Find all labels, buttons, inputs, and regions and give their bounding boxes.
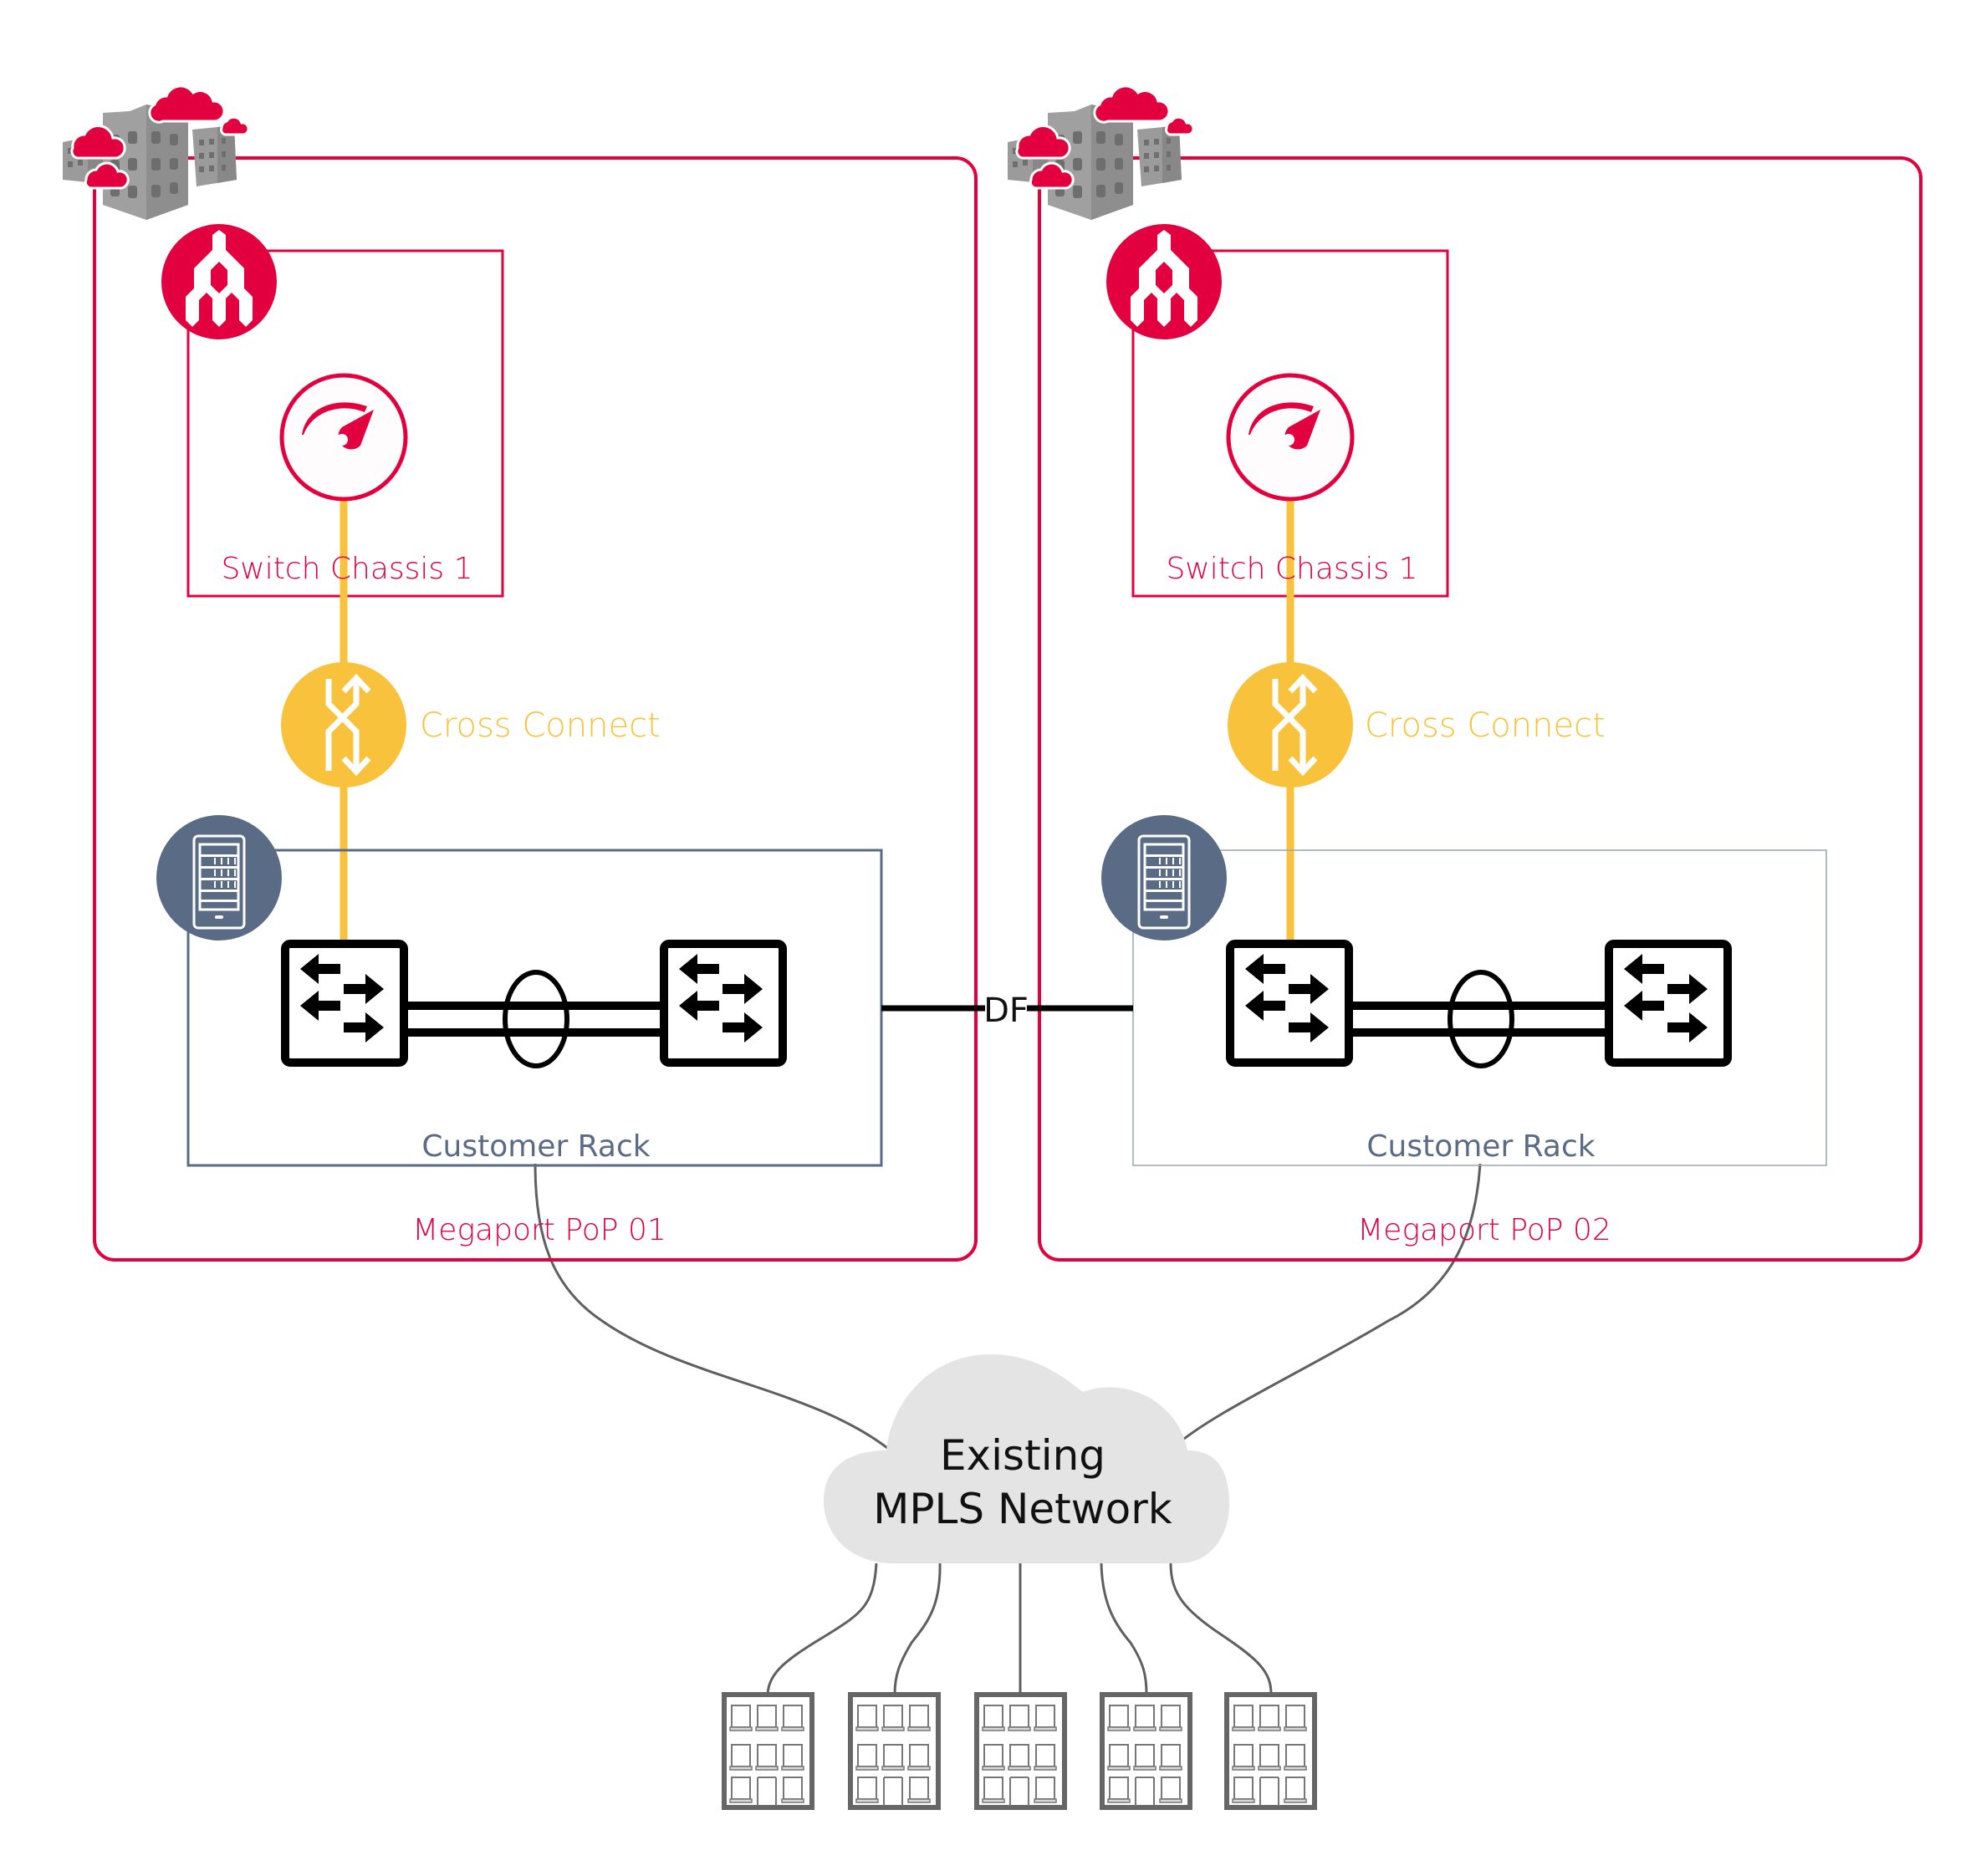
cross-connect-icon[interactable] — [1228, 662, 1353, 788]
datacenter-cloud-buildings-icon — [61, 84, 250, 222]
switch-chassis-label: Switch Chassis 1 — [221, 552, 472, 586]
network-switch-icon[interactable] — [1230, 944, 1349, 1063]
pop-label: Megaport PoP 01 — [412, 1213, 666, 1247]
cable-pop02-to-mpls — [1174, 1163, 1482, 1448]
lag-links — [407, 970, 665, 1068]
branch-cable — [1169, 1562, 1273, 1695]
cloud-label-line1: Existing — [940, 1431, 1105, 1480]
branch-cable — [766, 1562, 878, 1695]
dark-fiber-link: DF — [881, 992, 1133, 1030]
network-switch-icon[interactable] — [1609, 944, 1728, 1063]
pop-label: Megaport PoP 02 — [1357, 1213, 1611, 1247]
branch-cable — [1100, 1562, 1148, 1695]
office-building-icon[interactable] — [724, 1695, 812, 1807]
cross-connect-icon[interactable] — [281, 662, 406, 788]
cross-connect-label: Cross Connect — [420, 706, 661, 745]
switch-chassis-label: Switch Chassis 1 — [1166, 552, 1417, 586]
cable-pop01-to-mpls — [534, 1163, 891, 1452]
branch-cable — [893, 1562, 942, 1695]
lag-bundle-icon — [1448, 970, 1514, 1068]
megaport-logo-icon — [1106, 224, 1222, 339]
pop-01: Switch Chassis 1 Cross Connect Customer … — [61, 84, 978, 1262]
branch-cables — [766, 1562, 1273, 1695]
lag-bundle-icon — [503, 970, 569, 1068]
network-switch-icon[interactable] — [664, 944, 783, 1063]
customer-rack-label: Customer Rack — [421, 1129, 650, 1164]
pop-01-boundary — [93, 156, 978, 1262]
network-switch-icon[interactable] — [285, 944, 404, 1063]
server-rack-icon — [155, 813, 283, 942]
dark-fiber-label: DF — [983, 992, 1029, 1030]
office-building-icon[interactable] — [977, 1695, 1065, 1807]
datacenter-cloud-buildings-icon — [1006, 84, 1195, 222]
cross-connect-label: Cross Connect — [1365, 706, 1606, 745]
office-building-icon[interactable] — [850, 1695, 938, 1807]
cloud-label-line2: MPLS Network — [873, 1485, 1172, 1533]
speedometer-icon[interactable] — [1228, 375, 1352, 499]
pop-02-boundary — [1038, 156, 1922, 1262]
mpls-cloud: Existing MPLS Network — [824, 1354, 1229, 1563]
server-rack-icon — [1100, 813, 1228, 942]
lag-links — [1352, 970, 1610, 1068]
cloud-shape — [824, 1354, 1229, 1563]
megaport-logo-icon — [161, 224, 277, 339]
customer-rack-label: Customer Rack — [1366, 1129, 1595, 1164]
branch-sites — [724, 1695, 1315, 1807]
office-building-icon[interactable] — [1227, 1695, 1315, 1807]
speedometer-icon[interactable] — [282, 375, 406, 499]
pop-02: Switch Chassis 1 Cross Connect Customer … — [1006, 84, 1922, 1262]
office-building-icon[interactable] — [1102, 1695, 1190, 1807]
